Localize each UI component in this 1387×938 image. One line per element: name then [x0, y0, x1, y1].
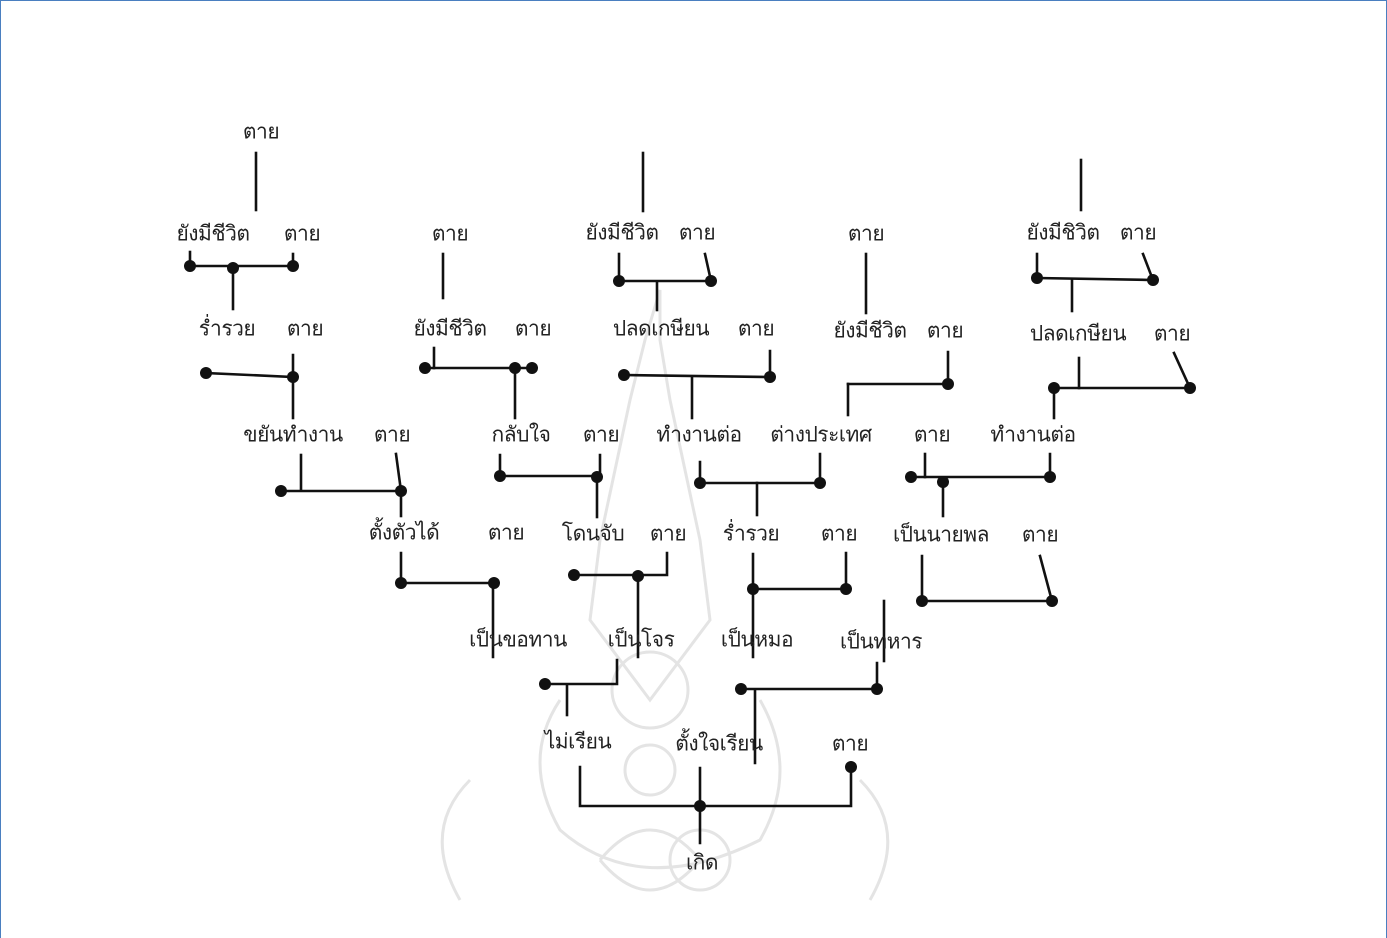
branch-dot [287, 260, 299, 272]
node-label-n10: ตาย [487, 520, 525, 545]
branch-dot [591, 471, 603, 483]
branch-dot [845, 761, 857, 773]
branch-dot [275, 485, 287, 497]
node-label-n32: ตาย [926, 318, 964, 343]
connector-line [572, 551, 669, 577]
branch-dot [1044, 471, 1056, 483]
branch-dot [1184, 382, 1196, 394]
branch-dot [395, 485, 407, 497]
node-label-n19: กลับใจ [491, 422, 551, 447]
node-label-n4: ตาย [831, 731, 869, 756]
node-label-n31: ยังมีชีวิต [833, 318, 907, 343]
node-label-n36: ตาย [283, 221, 321, 246]
node-label-n1: เกิด [685, 850, 719, 875]
node-label-n41: ตาย [847, 221, 885, 246]
branch-dot [747, 583, 759, 595]
node-label-n9: ตั้งตัวได้ [368, 520, 440, 545]
node-label-n27: ยังมีชีวิต [413, 316, 487, 341]
branch-dot [200, 367, 212, 379]
node-label-n21: ทำงานต่อ [656, 422, 742, 447]
branch-dot [735, 683, 747, 695]
node-label-n2: ไม่เรียน [544, 729, 612, 754]
branch-dot [916, 595, 928, 607]
node-label-n25: ร่ำรวย [198, 316, 256, 341]
node-label-n3: ตั้งใจเรียน [675, 731, 763, 756]
node-label-n18: ตาย [373, 422, 411, 447]
branch-dot [814, 477, 826, 489]
branch-dot [488, 577, 500, 589]
branch-dot [1031, 272, 1043, 284]
node-label-n5: เป็นขอทาน [469, 627, 567, 652]
branch-dot [905, 471, 917, 483]
branch-dot [937, 476, 949, 488]
node-label-n42: ตาย [1119, 220, 1157, 245]
branch-dot [395, 577, 407, 589]
branch-dot [1046, 595, 1058, 607]
node-label-n15: เป็นนายพล [892, 522, 990, 547]
branch-dot [184, 260, 196, 272]
node-label-n11: โดนจับ [561, 521, 625, 546]
connector-line [751, 551, 848, 591]
branch-dot [1147, 274, 1159, 286]
branch-dot [871, 683, 883, 695]
branch-dot [840, 583, 852, 595]
branch-dot [227, 262, 239, 274]
connector-line [498, 453, 602, 478]
branch-dot [632, 570, 644, 582]
branch-dot [494, 470, 506, 482]
branch-dot [568, 569, 580, 581]
node-label-n8: เป็นทหาร [839, 629, 923, 654]
branch-dot [705, 275, 717, 287]
node-label-n35: ยังมีชีวิต [176, 221, 250, 246]
node-label-n16: ตาย [1021, 522, 1059, 547]
node-label-n28: ตาย [514, 316, 552, 341]
branch-dot [539, 678, 551, 690]
branch-dot [509, 362, 521, 374]
branch-dot [618, 369, 630, 381]
node-label-n33: ปลดเกษียน [1029, 321, 1127, 346]
node-label-n22: ต่างประเทศ [770, 422, 872, 447]
branch-dot [694, 477, 706, 489]
connector-line [578, 765, 853, 808]
node-label-n20: ตาย [582, 422, 620, 447]
branch-dot [287, 371, 299, 383]
node-label-n43: ตาย [242, 119, 280, 144]
connector-line [543, 658, 619, 686]
node-label-n12: ตาย [649, 521, 687, 546]
node-label-n34: ตาย [1153, 321, 1191, 346]
branch-dot [694, 800, 706, 812]
branch-dot [1048, 382, 1060, 394]
node-label-n17: ขยันทำงาน [243, 422, 343, 447]
branch-dot [419, 362, 431, 374]
node-label-n26: ตาย [286, 316, 324, 341]
node-label-n6: เป็นโจร [607, 627, 675, 652]
node-label-n39: ตาย [678, 220, 716, 245]
branch-dot [942, 378, 954, 390]
node-label-n38: ยังมีชีวิต [585, 220, 659, 245]
node-label-n23: ตาย [913, 422, 951, 447]
node-label-n37: ตาย [431, 221, 469, 246]
node-label-n24: ทำงานต่อ [990, 422, 1076, 447]
node-label-n40: ยังมีชิวิต [1026, 220, 1100, 245]
branch-dot [613, 275, 625, 287]
branch-dot [764, 371, 776, 383]
connector-line [920, 554, 1054, 603]
node-label-n30: ตาย [737, 316, 775, 341]
branch-dot [526, 362, 538, 374]
node-label-n14: ตาย [820, 521, 858, 546]
node-label-n13: ร่ำรวย [722, 521, 780, 546]
node-label-n29: ปลดเกษียน [612, 316, 710, 341]
connector-line [698, 452, 822, 485]
node-label-n7: เป็นหมอ [720, 627, 794, 652]
